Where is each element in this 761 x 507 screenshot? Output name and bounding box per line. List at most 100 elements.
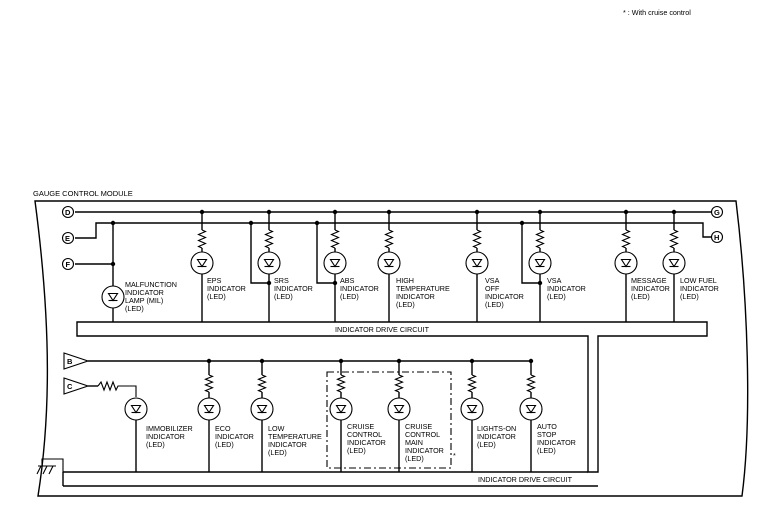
drive-circuit-bar-top (76, 321, 708, 473)
mil-label-line: LAMP (MIL) (125, 296, 163, 305)
connector-label-g: G (714, 208, 720, 217)
cruise-control-box (326, 371, 452, 469)
low-fuel-label-line: INDICATOR (680, 284, 719, 293)
connector-label-h: H (714, 233, 719, 242)
cruise-main-label-line: (LED) (405, 454, 424, 463)
immobilizer-label-line: INDICATOR (146, 432, 185, 441)
vsa-label-line: (LED) (547, 292, 566, 301)
abs-label-line: (LED) (340, 292, 359, 301)
cruise-main-label-line: CRUISE (405, 422, 432, 431)
cruise-control-label-line: CONTROL (347, 430, 382, 439)
bottom-indicator-row: IMMOBILIZERINDICATOR(LED)ECOINDICATOR(LE… (124, 358, 576, 472)
cruise-main-label-line: CONTROL (405, 430, 440, 439)
srs-label-line: INDICATOR (274, 284, 313, 293)
low-temp-label-line: TEMPERATURE (268, 432, 322, 441)
srs-label-line: SRS (274, 276, 289, 285)
drive-circuit-label-bottom: INDICATOR DRIVE CIRCUIT (478, 475, 573, 484)
bus-e (75, 222, 711, 239)
low-fuel-label-line: (LED) (680, 292, 699, 301)
connector-label-c: C (67, 382, 73, 391)
srs-label-line: (LED) (274, 292, 293, 301)
connector-label-d: D (65, 208, 71, 217)
message-label-line: INDICATOR (631, 284, 670, 293)
cruise-main-label-line: INDICATOR (405, 446, 444, 455)
mil-label-line: MALFUNCTION (125, 280, 177, 289)
vsa-off-label-line: (LED) (485, 300, 504, 309)
vsa-off-label-line: INDICATOR (485, 292, 524, 301)
message-label-line: (LED) (631, 292, 650, 301)
eps-label-line: (LED) (207, 292, 226, 301)
connector-f: F (61, 257, 75, 271)
low-temp-label-line: INDICATOR (268, 440, 307, 449)
vsa-label-line: INDICATOR (547, 284, 586, 293)
drive-circuit-label-top: INDICATOR DRIVE CIRCUIT (335, 325, 430, 334)
message-label-line: MESSAGE (631, 276, 667, 285)
connector-label-b: B (67, 357, 73, 366)
connector-h: H (710, 230, 724, 244)
lights-on-label-line: LIGHTS-ON (477, 424, 516, 433)
high-temp-label-line: HIGH (396, 276, 414, 285)
low-fuel-label-line: LOW FUEL (680, 276, 717, 285)
mil-label-line: INDICATOR (125, 288, 164, 297)
low-temp-label-line: LOW (268, 424, 285, 433)
eps-label-line: INDICATOR (207, 284, 246, 293)
connector-g: G (710, 205, 724, 219)
low-temp-label-line: (LED) (268, 448, 287, 457)
auto-stop-label-line: AUTO (537, 422, 557, 431)
connector-label-e: E (65, 234, 70, 243)
connector-label-f: F (66, 260, 71, 269)
cruise-control-label-line: INDICATOR (347, 438, 386, 447)
ground-symbol (36, 458, 64, 475)
module-title: GAUGE CONTROL MODULE (33, 189, 133, 198)
lights-on-label-line: (LED) (477, 440, 496, 449)
vsa-label-line: VSA (547, 276, 562, 285)
immobilizer-label-line: IMMOBILIZER (146, 424, 193, 433)
vsa-off-label-line: OFF (485, 284, 500, 293)
cruise-marker: * (453, 451, 456, 460)
resistor-c (97, 380, 137, 397)
high-temp-label-line: INDICATOR (396, 292, 435, 301)
cruise-control-note: * : With cruise control (623, 8, 691, 17)
auto-stop-label-line: (LED) (537, 446, 556, 455)
cruise-control-label-line: (LED) (347, 446, 366, 455)
drive-circuit-bar-bottom (62, 471, 598, 487)
mil-label-line: (LED) (125, 304, 144, 313)
auto-stop-label-line: STOP (537, 430, 557, 439)
vsa-off-label-line: VSA (485, 276, 500, 285)
eco-label-line: INDICATOR (215, 432, 254, 441)
connector-e: E (61, 231, 75, 245)
abs-label-line: ABS (340, 276, 355, 285)
eps-label-line: EPS (207, 276, 222, 285)
auto-stop-label-line: INDICATOR (537, 438, 576, 447)
cruise-main-label-line: MAIN (405, 438, 423, 447)
high-temp-label-line: TEMPERATURE (396, 284, 450, 293)
immobilizer-label-line: (LED) (146, 440, 165, 449)
module-outline (34, 200, 749, 497)
eco-label-line: ECO (215, 424, 231, 433)
eco-label-line: (LED) (215, 440, 234, 449)
lights-on-label-line: INDICATOR (477, 432, 516, 441)
connector-c: C (63, 377, 90, 395)
cruise-control-label-line: CRUISE (347, 422, 374, 431)
high-temp-label-line: (LED) (396, 300, 415, 309)
connector-b: B (63, 352, 90, 370)
